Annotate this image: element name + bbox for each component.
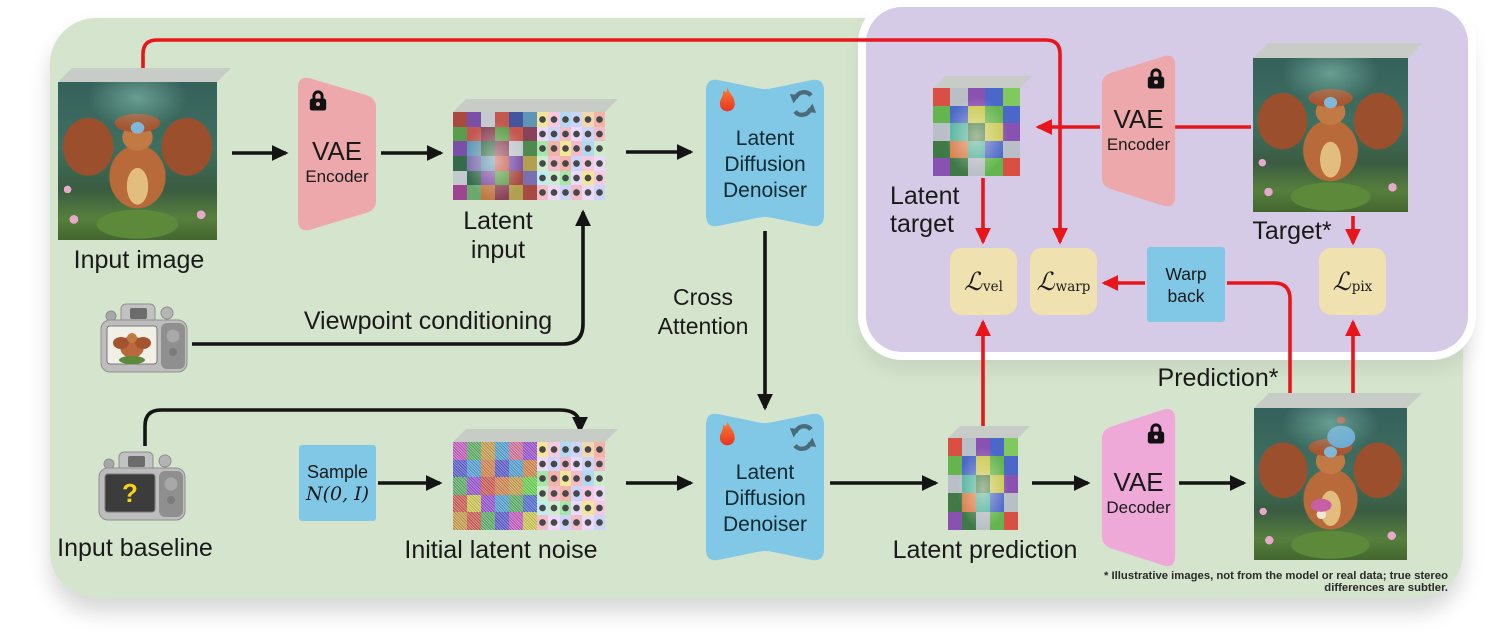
cross-attention-label-2: Attention bbox=[657, 313, 749, 339]
target-picture bbox=[1253, 58, 1408, 212]
latent-prediction-label: Latent prediction bbox=[892, 536, 1078, 564]
denoiser-shape bbox=[706, 413, 824, 561]
sample-label: Sample bbox=[306, 462, 369, 482]
sample-noise-box: Sample N(0, I) bbox=[299, 445, 376, 521]
denoiser-line-1: Latent bbox=[735, 127, 795, 150]
viewpoint-conditioning-label: Viewpoint conditioning bbox=[303, 307, 553, 335]
target-image-cube bbox=[1253, 43, 1423, 212]
loss-subscript: pix bbox=[1351, 278, 1373, 295]
latent-target-label-1: Latent bbox=[890, 182, 960, 210]
denoiser-line-1: Latent bbox=[735, 461, 795, 484]
vae-encoder-title: VAE bbox=[1113, 104, 1164, 134]
latent-input-visual bbox=[453, 112, 537, 200]
latent-input-cube bbox=[453, 99, 618, 200]
loss-subscript: vel bbox=[983, 278, 1003, 295]
prediction-image-cube bbox=[1254, 393, 1422, 560]
vae-encoder-subtitle: Encoder bbox=[305, 167, 369, 186]
denoiser-line-3: Denoiser bbox=[722, 179, 808, 202]
warp-back-label-1: Warp bbox=[1165, 263, 1207, 284]
gaussian-formula: N(0, I) bbox=[305, 483, 370, 505]
loss-symbol: ℒ bbox=[964, 267, 983, 296]
denoiser-line-2: Diffusion bbox=[724, 153, 806, 176]
lock-icon bbox=[1147, 423, 1165, 444]
prediction-picture bbox=[1254, 408, 1407, 560]
vae-decoder-title: VAE bbox=[1113, 467, 1164, 497]
initial-latent-noise-cube bbox=[453, 429, 618, 530]
denoiser-shape bbox=[706, 79, 824, 227]
warp-back-label-2: back bbox=[1167, 285, 1205, 306]
vae-decoder-shape bbox=[1101, 408, 1176, 567]
viewpoint-camera-icon bbox=[97, 298, 193, 383]
loss-subscript: warp bbox=[1055, 278, 1091, 295]
vae-encoder: VAE Encoder bbox=[296, 74, 378, 239]
baseline-camera-icon: ? bbox=[95, 446, 191, 531]
red-loss-arrows bbox=[141, 38, 1361, 434]
loss-symbol: ℒ bbox=[1332, 267, 1351, 296]
prediction-label: Prediction* bbox=[1157, 364, 1279, 392]
latent-diffusion-denoiser-top: Latent Diffusion Denoiser bbox=[703, 74, 827, 237]
viewpoint-embedding-visual bbox=[537, 442, 605, 530]
vae-decoder-subtitle: Decoder bbox=[1106, 498, 1171, 517]
cross-attention-label-1: Cross bbox=[672, 284, 734, 310]
vae-encoder-subtitle: Encoder bbox=[1106, 135, 1171, 154]
noise-visual bbox=[453, 442, 537, 530]
vae-encoder-title: VAE bbox=[311, 136, 363, 166]
illustrative-footnote: * Illustrative images, not from the mode… bbox=[1103, 570, 1448, 594]
loss-symbol: ℒ bbox=[1036, 267, 1055, 296]
latent-target-label-2: target bbox=[890, 210, 954, 238]
latent-target-visual bbox=[933, 88, 1020, 176]
latent-prediction-cube bbox=[948, 426, 1030, 530]
lock-icon bbox=[1147, 68, 1165, 89]
lock-icon bbox=[309, 90, 327, 111]
black-dataflow-arrows bbox=[143, 144, 1247, 491]
refresh-icon bbox=[789, 424, 817, 451]
input-image-label: Input image bbox=[73, 246, 205, 274]
fire-icon bbox=[719, 421, 735, 446]
latent-input-label-2: input bbox=[470, 236, 526, 264]
refresh-icon bbox=[789, 90, 817, 117]
latent-prediction-visual bbox=[948, 438, 1018, 530]
input-image-cube bbox=[58, 68, 231, 240]
denoiser-line-3: Denoiser bbox=[722, 513, 808, 536]
input-baseline-label: Input baseline bbox=[57, 534, 213, 562]
unknown-baseline-question-mark: ? bbox=[122, 478, 138, 508]
latent-target-cube bbox=[933, 76, 1032, 176]
denoiser-line-2: Diffusion bbox=[724, 487, 806, 510]
input-image-picture bbox=[58, 82, 217, 240]
initial-latent-noise-label: Initial latent noise bbox=[404, 536, 598, 564]
vae-encoder-target: VAE Encoder bbox=[1100, 52, 1177, 215]
fire-icon bbox=[719, 87, 735, 112]
vae-decoder: VAE Decoder bbox=[1100, 405, 1177, 575]
warp-back-box: Warp back bbox=[1147, 247, 1225, 322]
vae-encoder-shape bbox=[298, 77, 376, 231]
latent-diffusion-denoiser-bottom: Latent Diffusion Denoiser bbox=[703, 408, 827, 571]
target-label: Target* bbox=[1252, 217, 1332, 245]
viewpoint-embedding-visual bbox=[537, 112, 605, 200]
vae-encoder-shape bbox=[1101, 55, 1176, 207]
latent-input-label-1: Latent bbox=[463, 207, 533, 235]
